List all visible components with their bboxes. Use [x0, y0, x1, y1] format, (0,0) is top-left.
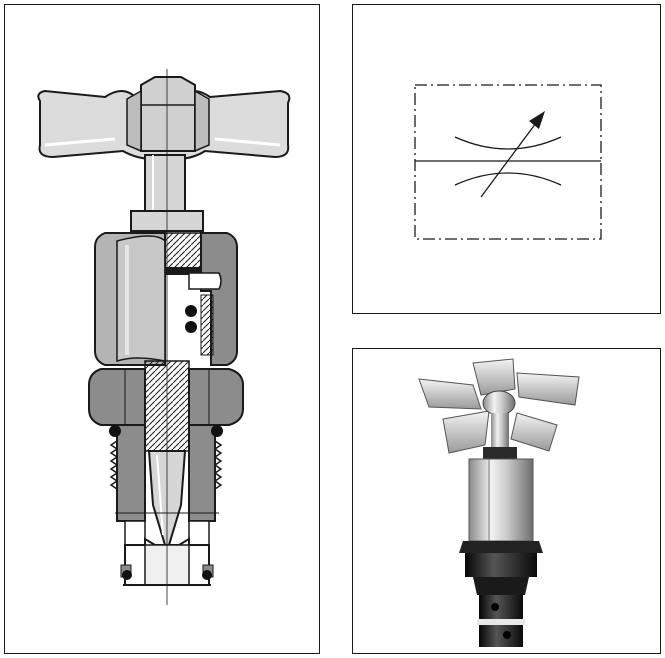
hex-nut-body — [468, 458, 534, 542]
stem-spindle — [483, 413, 517, 461]
cross-section-panel — [4, 4, 320, 654]
cross-section-drawing — [37, 69, 291, 605]
throttle-valve-symbol — [414, 84, 602, 240]
upper-nut — [94, 232, 238, 366]
arrow-adjustable-icon — [529, 111, 545, 129]
top-hex-nut — [126, 76, 210, 153]
valve-body-flange — [88, 368, 244, 426]
star-handle — [418, 358, 580, 454]
o-ring-seal — [185, 305, 197, 333]
restriction-lower-curve — [454, 172, 562, 186]
adjustable-arrow-shaft — [480, 118, 540, 198]
cartridge-body — [459, 541, 543, 647]
symbol-boundary — [414, 84, 602, 240]
product-photo-panel — [352, 348, 661, 654]
cartridge-valve-photo — [418, 358, 580, 647]
restriction-upper-curve — [454, 136, 562, 150]
hydraulic-symbol-panel — [352, 4, 661, 314]
valve-body-lower — [109, 424, 223, 522]
